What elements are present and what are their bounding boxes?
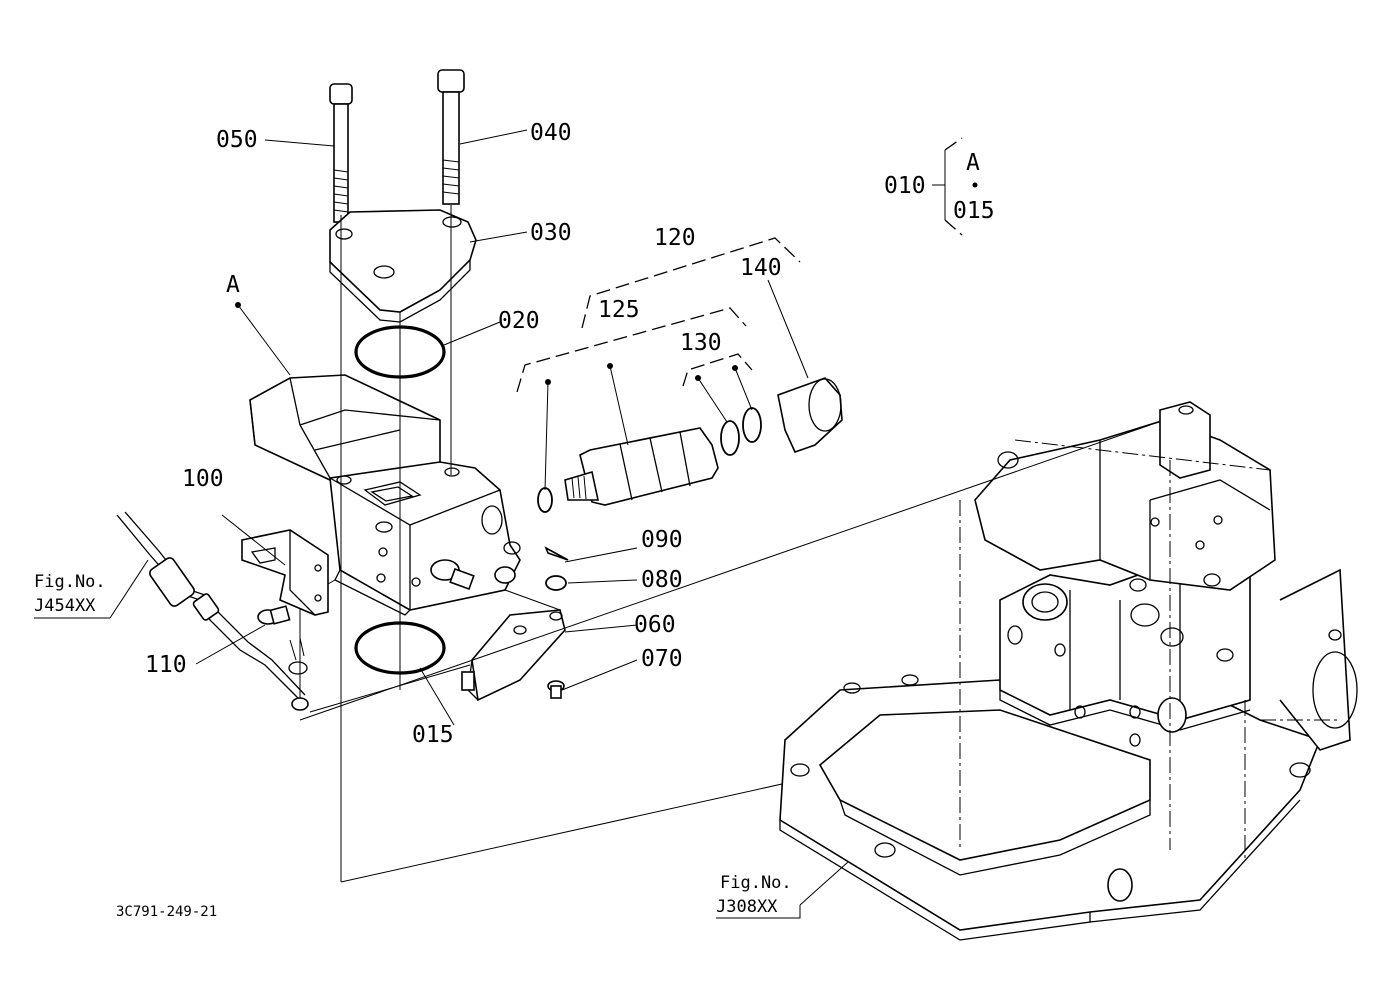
legend-015: 015	[953, 198, 995, 224]
callout-060: 060	[634, 612, 676, 638]
sensor-cable	[116, 511, 309, 711]
plug-110	[257, 605, 308, 675]
callout-090: 090	[641, 527, 683, 553]
screw-070	[547, 680, 565, 699]
callout-100: 100	[182, 466, 224, 492]
callout-120: 120	[654, 225, 696, 251]
fig-ref-left-line1: Fig.No.	[34, 572, 106, 592]
bracket-100	[241, 529, 329, 616]
callout-030: 030	[530, 220, 572, 246]
drawing-code: 3C791-249-21	[116, 904, 217, 920]
callout-130: 130	[680, 330, 722, 356]
callout-050: 050	[216, 127, 258, 153]
callout-015: 015	[412, 722, 454, 748]
fig-ref-right-line2: J308XX	[716, 897, 778, 917]
fig-ref-left-line2: J454XX	[34, 596, 96, 616]
spool-assembly	[537, 377, 843, 513]
legend-a: A	[966, 150, 980, 176]
valve-body-a	[249, 374, 521, 616]
bracket-125	[516, 307, 747, 393]
callout-a: A	[226, 272, 240, 298]
callout-020: 020	[498, 308, 540, 334]
callout-070: 070	[641, 646, 683, 672]
callout-010: 010	[884, 173, 926, 199]
fig-ref-right-line1: Fig.No.	[720, 873, 792, 893]
bolt-040	[437, 69, 465, 205]
pin-090	[544, 546, 569, 561]
bolt-050	[329, 83, 353, 223]
hydraulic-housing	[779, 401, 1358, 941]
callout-140: 140	[740, 255, 782, 281]
washer-080	[545, 575, 567, 591]
lever-060	[461, 609, 566, 702]
cover-plate-030	[329, 209, 477, 323]
callout-040: 040	[530, 120, 572, 146]
bracket-120	[581, 237, 801, 329]
callout-125: 125	[598, 297, 640, 323]
callout-110: 110	[145, 652, 187, 678]
callout-080: 080	[641, 567, 683, 593]
bracket-130	[682, 353, 753, 387]
